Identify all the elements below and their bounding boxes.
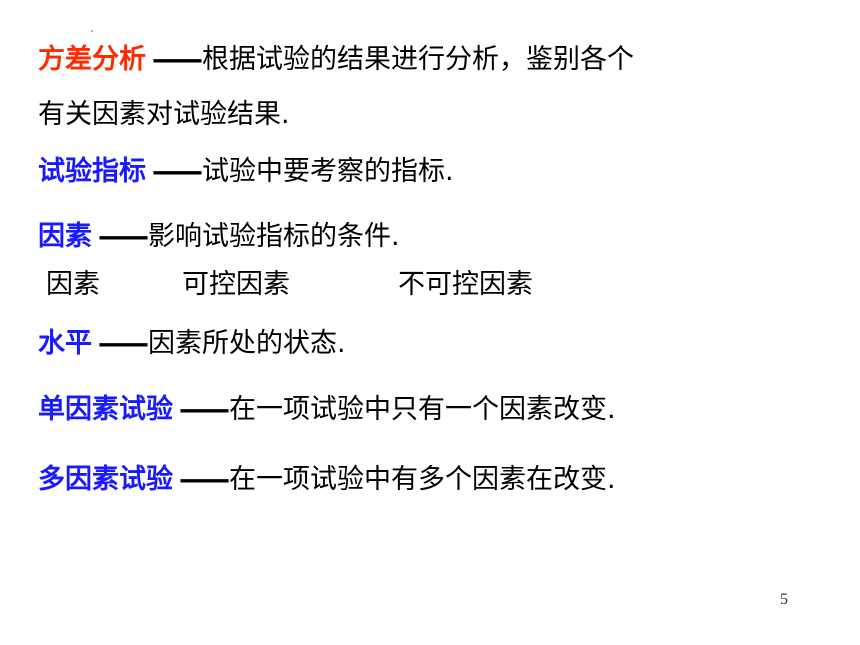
factor-type-factor: 因素 <box>46 269 100 300</box>
term-multi-factor: 多因素试验 <box>38 464 173 495</box>
description-anova-continuation: 有关因素对试验结果. <box>38 99 290 130</box>
description-multi-factor: 在一项试验中有多个因素在改变. <box>229 464 616 495</box>
term-factor: 因素 <box>38 221 92 252</box>
em-dash: —— <box>152 44 203 75</box>
em-dash: —— <box>98 328 149 359</box>
description-anova: 根据试验的结果进行分析，鉴别各个 <box>202 44 634 75</box>
term-anova: 方差分析 <box>38 44 146 75</box>
definition-test-index: 试验指标——试验中要考察的指标. <box>38 158 454 185</box>
definition-anova: 方差分析——根据试验的结果进行分析，鉴别各个 <box>38 46 634 73</box>
definition-level: 水平——因素所处的状态. <box>38 330 346 357</box>
term-level: 水平 <box>38 328 92 359</box>
em-dash: —— <box>179 394 230 425</box>
term-single-factor: 单因素试验 <box>38 394 173 425</box>
factor-type-controllable: 可控因素 <box>182 269 290 300</box>
factor-type-uncontrollable: 不可控因素 <box>398 269 533 300</box>
em-dash: —— <box>152 156 203 187</box>
em-dash: —— <box>179 464 230 495</box>
em-dash: —— <box>98 221 149 252</box>
decorative-dot <box>91 30 93 32</box>
definition-multi-factor: 多因素试验——在一项试验中有多个因素在改变. <box>38 466 616 493</box>
description-level: 因素所处的状态. <box>148 328 346 359</box>
description-factor: 影响试验指标的条件. <box>148 221 400 252</box>
definition-factor: 因素——影响试验指标的条件. <box>38 223 400 250</box>
definition-single-factor: 单因素试验——在一项试验中只有一个因素改变. <box>38 396 616 423</box>
description-test-index: 试验中要考察的指标. <box>202 156 454 187</box>
term-test-index: 试验指标 <box>38 156 146 187</box>
description-single-factor: 在一项试验中只有一个因素改变. <box>229 394 616 425</box>
page-number: 5 <box>780 591 788 608</box>
